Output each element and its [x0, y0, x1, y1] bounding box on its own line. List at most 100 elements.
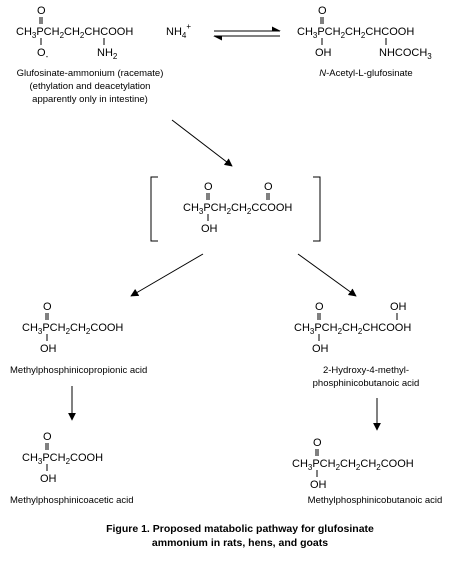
methylene-group: CH	[64, 26, 80, 38]
hydroxyl-group: OH	[310, 479, 327, 491]
methyl-group: CH	[297, 26, 313, 38]
subscript: 3	[38, 327, 43, 336]
methylene-group: CH	[340, 458, 356, 470]
hydroxy-butanoic-acid-structure: O OH CH3PCH2CH2CHCOOH OH	[294, 301, 411, 355]
phosphorus-chain: PCH	[203, 202, 226, 214]
subscript: 2	[66, 457, 71, 466]
keto-intermediate-structure: O O CH3PCH2CH2CCOOH OH	[150, 176, 321, 242]
hydroxy-acid-label-line1: 2-Hydroxy-4-methyl-	[323, 365, 409, 376]
carboxyl-tail: COOH	[90, 322, 123, 334]
hydroxyl-group: OH	[201, 223, 218, 235]
subscript: 2	[356, 463, 361, 472]
subscript: 2	[336, 463, 341, 472]
propionic-acid-structure: O CH3PCH2CH2COOH OH	[22, 301, 123, 355]
subscript: 2	[338, 327, 343, 336]
negative-charge: -	[46, 52, 49, 61]
glufosinate-note-line2: apparently only in intestine)	[32, 94, 148, 105]
glufosinate-ammonium-structure: O CH3PCH2CH2CHCOOH O- NH2 NH4+	[16, 5, 191, 61]
hydroxyl-group: OH	[40, 343, 57, 355]
figure-caption-line1: Figure 1. Proposed matabolic pathway for…	[106, 523, 374, 535]
arrow-to-propionic	[130, 253, 204, 297]
methylene-group-2: CH	[360, 458, 376, 470]
svg-text:CH3PCH2CH2CH2COOH: CH3PCH2CH2CH2COOH	[292, 458, 414, 472]
carboxyl-tail: COOH	[70, 452, 103, 464]
phosphorus-chain: PCH	[36, 26, 59, 38]
right-bracket	[313, 176, 321, 242]
amine-group: NH2	[97, 47, 118, 61]
acetamido-group: NHCOCH3	[379, 47, 432, 61]
hydroxyl-group: OH	[312, 343, 329, 355]
subscript: 3	[427, 52, 432, 61]
arrow-to-intermediate	[171, 119, 233, 167]
propionic-acid-label: Methylphosphinicopropionic acid	[10, 365, 147, 376]
glufosinate-note-line1: (ethylation and deacetylation	[30, 81, 151, 92]
subscript: 3	[32, 31, 37, 40]
subscript: 3	[199, 207, 204, 216]
svg-text:CH3PCH2CH2CCOOH: CH3PCH2CH2CCOOH	[183, 202, 292, 216]
butanoic-acid-structure: O CH3PCH2CH2CH2COOH OH	[292, 437, 414, 491]
phosphorus-chain: PCH	[312, 458, 335, 470]
subscript: 2	[358, 327, 363, 336]
phosphorus-chain: PCH	[42, 322, 65, 334]
subscript: 4	[182, 31, 187, 40]
glufosinate-ammonium-label: Glufosinate-ammonium (racemate)	[17, 68, 164, 79]
ammonium: NH	[166, 26, 182, 38]
svg-text:CH3PCH2CH2CHCOOH: CH3PCH2CH2CHCOOH	[297, 26, 414, 40]
n-acetyl-glufosinate-structure: O CH3PCH2CH2CHCOOH OH NHCOCH3	[297, 5, 432, 61]
methylene-group: CH	[231, 202, 247, 214]
methyl-group: CH	[16, 26, 32, 38]
subscript: 3	[308, 463, 313, 472]
methylene-group: CH	[342, 322, 358, 334]
hydroxyl-group: OH	[40, 473, 57, 485]
phosphorus-chain: PCH	[42, 452, 65, 464]
phosphinyl-oxygen: O	[204, 181, 213, 193]
equilibrium-arrows	[213, 26, 281, 41]
acetamido: NHCOCH	[379, 47, 427, 59]
svg-text:CH3PCH2CH2CHCOOH: CH3PCH2CH2CHCOOH	[294, 322, 411, 336]
carboxyl-tail: COOH	[381, 458, 414, 470]
methyl-group: CH	[22, 322, 38, 334]
carboxyl-tail: CHCOOH	[365, 26, 414, 38]
methyl-group: CH	[294, 322, 310, 334]
svg-text:CH3PCH2CH2COOH: CH3PCH2CH2COOH	[22, 322, 123, 336]
subscript: 2	[60, 31, 65, 40]
phosphorus-chain: PCH	[314, 322, 337, 334]
subscript: 2	[113, 52, 118, 61]
carbonyl-oxygen: O	[315, 301, 324, 313]
italic-n: N	[319, 68, 326, 79]
subscript: 3	[313, 31, 318, 40]
oxygen: O	[37, 47, 46, 59]
subscript: 2	[80, 31, 85, 40]
subscript: 2	[247, 207, 252, 216]
subscript: 3	[310, 327, 315, 336]
methyl-group: CH	[183, 202, 199, 214]
carbonyl-oxygen: O	[43, 431, 52, 443]
carboxyl-tail: CHCOOH	[84, 26, 133, 38]
carboxyl-tail: CHCOOH	[362, 322, 411, 334]
carbonyl-oxygen: O	[318, 5, 327, 17]
svg-text:CH3PCH2COOH: CH3PCH2COOH	[22, 452, 103, 466]
methylene-group: CH	[70, 322, 86, 334]
keto-oxygen: O	[264, 181, 273, 193]
label-rest: -Acetyl-L-glufosinate	[326, 68, 413, 79]
methyl-group: CH	[292, 458, 308, 470]
subscript: 2	[361, 31, 366, 40]
acetic-acid-structure: O CH3PCH2COOH OH	[22, 431, 103, 485]
figure-caption-line2: ammonium in rats, hens, and goats	[152, 537, 328, 549]
positive-charge: +	[186, 22, 191, 31]
subscript: 2	[66, 327, 71, 336]
keto-acid-tail: CCOOH	[251, 202, 292, 214]
oxide-anion: O-	[37, 47, 49, 61]
n-acetyl-glufosinate-label: N-Acetyl-L-glufosinate	[319, 68, 412, 79]
acetic-acid-label: Methylphosphinicoacetic acid	[10, 495, 134, 506]
subscript: 2	[376, 463, 381, 472]
subscript: 2	[341, 31, 346, 40]
carbonyl-oxygen: O	[37, 5, 46, 17]
subscript: 2	[227, 207, 232, 216]
amine: NH	[97, 47, 113, 59]
methylene-group: CH	[345, 26, 361, 38]
alpha-hydroxyl: OH	[390, 301, 407, 313]
butanoic-acid-label: Methylphosphinicobutanoic acid	[308, 495, 443, 506]
svg-text:CH3PCH2CH2CHCOOH: CH3PCH2CH2CHCOOH	[16, 26, 133, 40]
